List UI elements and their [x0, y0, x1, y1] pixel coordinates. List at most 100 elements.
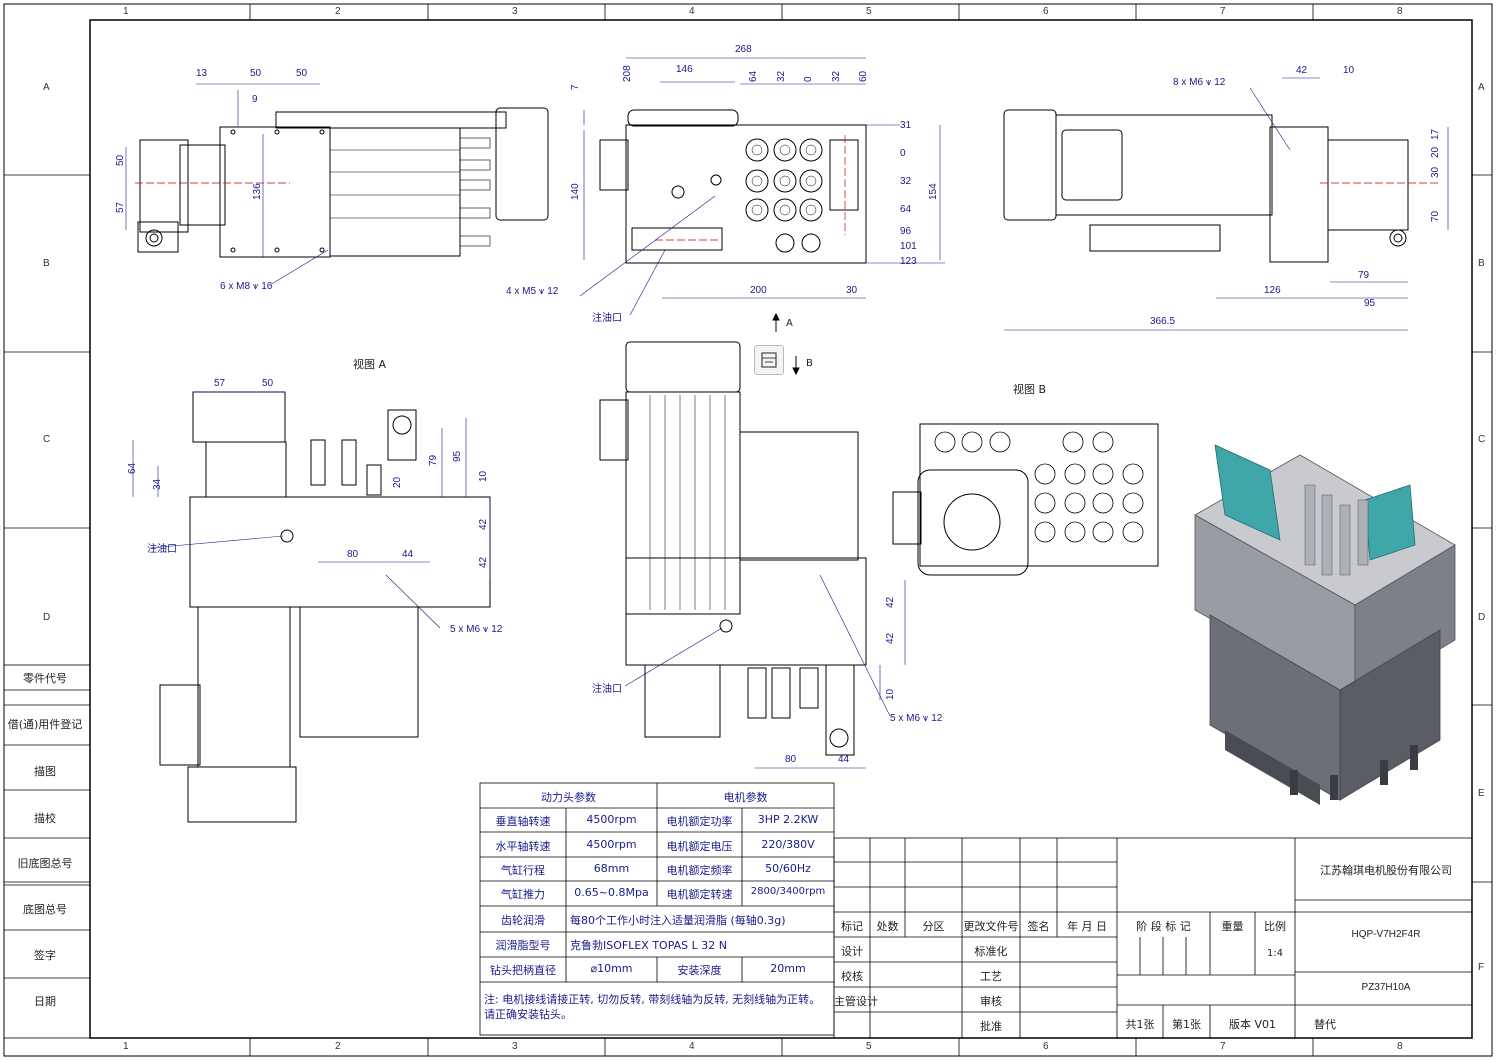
dim: 101 [900, 241, 917, 252]
param-key: 电机额定转速 [666, 888, 733, 901]
inner-frame [89, 19, 1473, 1039]
tb-sheet: 第1张 [1172, 1018, 1201, 1031]
strip-part-code: 零件代号 [23, 672, 67, 685]
mid-left-dim-lines [132, 391, 491, 629]
arrow-b-label: B [806, 358, 813, 369]
col-label: 2 [335, 1041, 341, 1052]
isometric-render [1194, 444, 1456, 805]
dim: 50 [115, 154, 126, 166]
dim: 80 [347, 549, 359, 560]
dim: 64 [900, 204, 912, 215]
dim: 146 [676, 64, 693, 75]
param-value: 4500rpm [586, 838, 637, 851]
param-key: 安装深度 [677, 964, 722, 977]
dim: 64 [748, 70, 759, 82]
dim: 50 [262, 378, 274, 389]
col-label: 4 [689, 1041, 695, 1052]
tb-count: 处数 [876, 920, 899, 933]
tb-chief: 主管设计 [834, 995, 878, 1008]
dim: 30 [846, 285, 858, 296]
top-center-dim-lines [579, 57, 945, 316]
arrow-a-label: A [786, 318, 793, 329]
param-table-grid [479, 782, 835, 1036]
tb-ratio: 比例 [1264, 920, 1286, 933]
param-head-right: 电机参数 [723, 791, 768, 804]
dim: 268 [735, 44, 752, 55]
dim: 20 [1430, 146, 1441, 158]
tb-date: 年 月 日 [1067, 920, 1107, 933]
col-label: 8 [1397, 1041, 1403, 1052]
row-label: A [1478, 82, 1485, 93]
dim: 10 [1343, 65, 1355, 76]
param-value: 20mm [770, 962, 806, 975]
view-a-label: 视图 A [353, 358, 387, 371]
tb-weight: 重量 [1221, 920, 1244, 933]
row-label: C [43, 434, 51, 445]
oil-inlet-note: 注油口 [147, 544, 177, 555]
param-key: 水平轴转速 [495, 840, 551, 853]
row-label: A [43, 82, 50, 93]
mid-left-view [159, 391, 491, 823]
dim: 80 [785, 754, 797, 765]
param-value: 4500rpm [586, 813, 637, 826]
zone-ticks [4, 4, 1492, 1056]
dim: 32 [776, 70, 787, 82]
tb-proof: 校核 [841, 970, 863, 983]
dim: 7 [570, 84, 581, 90]
dim: 0 [803, 76, 814, 82]
dim: 20 [392, 476, 403, 488]
oil-inlet-note: 注油口 [592, 684, 622, 695]
view-arrows [772, 312, 800, 376]
drawing-number: PZ37H10A [1361, 982, 1411, 993]
col-label: 2 [335, 6, 341, 17]
dim-note: 6 x M8 ⩛ 16 [220, 281, 273, 292]
view-b-label: 视图 B [1013, 383, 1047, 396]
tb-version: 版本 V01 [1228, 1018, 1277, 1031]
col-label: 5 [866, 6, 872, 17]
dim: 79 [1358, 270, 1370, 281]
dim: 70 [1430, 210, 1441, 222]
param-key: 齿轮润滑 [501, 914, 545, 927]
oil-inlet-note: 注油口 [592, 313, 622, 324]
dim: 42 [885, 632, 896, 644]
dim: 154 [928, 183, 939, 200]
col-label: 8 [1397, 6, 1403, 17]
top-right-view [1003, 109, 1409, 263]
col-label: 1 [123, 1041, 129, 1052]
row-label: B [43, 258, 50, 269]
dim: 64 [127, 462, 138, 474]
param-key: 润滑脂型号 [495, 939, 551, 952]
strip-borrow-register: 借(通)用件登记 [7, 718, 83, 731]
dim: 79 [428, 454, 439, 466]
tb-replace: 替代 [1314, 1018, 1336, 1031]
tb-mark: 标记 [841, 920, 863, 933]
tb-total: 共1张 [1125, 1018, 1155, 1031]
dim: 126 [1264, 285, 1281, 296]
tb-review: 审核 [980, 995, 1002, 1008]
param-key: 电机额定电压 [666, 840, 733, 853]
top-right-dim-lines [1004, 77, 1449, 331]
col-label: 5 [866, 1041, 872, 1052]
param-value: 0.65~0.8Mpa [574, 886, 649, 899]
row-label: D [1478, 612, 1486, 623]
tb-process: 工艺 [980, 970, 1002, 983]
tb-sign: 签名 [1027, 920, 1050, 933]
title-block-grid [833, 837, 1473, 1039]
row-label: B [1478, 258, 1485, 269]
param-key: 电机额定频率 [666, 864, 733, 877]
dim: 44 [838, 754, 850, 765]
row-label: D [43, 612, 51, 623]
col-label: 3 [512, 6, 518, 17]
tb-zone: 分区 [922, 920, 945, 933]
tb-approve: 批准 [980, 1020, 1002, 1033]
mid-center-dim-lines [624, 574, 906, 769]
dim: 208 [622, 65, 633, 82]
param-head-left: 动力头参数 [541, 791, 596, 804]
param-key: 气缸行程 [501, 864, 545, 877]
strip-signature: 签字 [34, 949, 56, 962]
dim: 42 [478, 518, 489, 530]
fit-view-icon[interactable] [754, 345, 784, 375]
strip-old-base-no: 旧底图总号 [17, 857, 73, 870]
dim: 32 [900, 176, 912, 187]
dim: 0 [900, 148, 906, 159]
